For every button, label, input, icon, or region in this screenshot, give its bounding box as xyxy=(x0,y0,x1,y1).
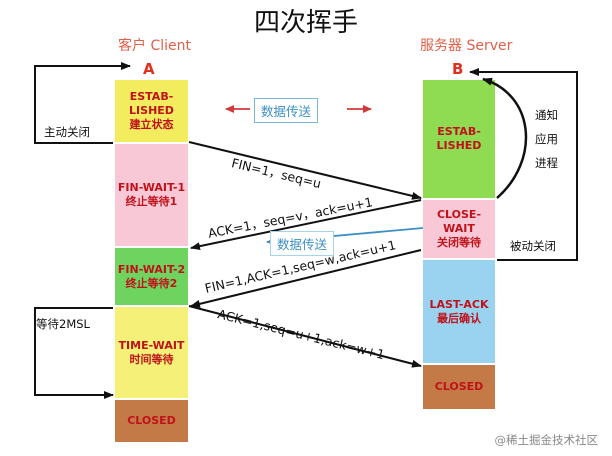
notify-app-note-1: 通知 xyxy=(535,108,558,122)
notify-app-note-3: 进程 xyxy=(535,156,558,170)
passive-close-loop xyxy=(469,68,578,261)
server-state-close-wait: CLOSE-WAIT 关闭等待 xyxy=(423,200,495,258)
active-close-loop xyxy=(34,62,131,144)
server-state-last-ack: LAST-ACK 最后确认 xyxy=(423,260,495,363)
notify-app-curve xyxy=(482,77,528,199)
watermark: @稀土掘金技术社区 xyxy=(494,433,599,447)
client-label: 客户 Client xyxy=(118,38,191,54)
msg-ack-arrow xyxy=(190,199,422,251)
data-transfer-top: 数据传送 xyxy=(254,98,319,123)
active-close-note: 主动关闭 xyxy=(44,125,90,139)
client-letter: A xyxy=(143,60,155,78)
msg-fin-arrow xyxy=(188,141,422,200)
server-state-closed: CLOSED xyxy=(423,365,495,409)
client-state-closed: CLOSED xyxy=(115,400,188,442)
wait-2msl-loop xyxy=(34,307,114,399)
client-state-fin-wait-1: FIN-WAIT-1 终止等待1 xyxy=(115,144,188,246)
wait-2msl-note: 等待2MSL xyxy=(36,317,90,331)
client-state-established: ESTAB- LISHED 建立状态 xyxy=(115,80,188,142)
client-state-time-wait: TIME-WAIT 时间等待 xyxy=(115,307,188,398)
client-state-fin-wait-2: FIN-WAIT-2 终止等待2 xyxy=(115,248,188,305)
msg-final-ack-arrow xyxy=(188,305,422,368)
server-letter: B xyxy=(452,60,464,78)
diagram-title: 四次挥手 xyxy=(253,8,358,38)
notify-app-note-2: 应用 xyxy=(535,132,558,146)
passive-close-note: 被动关闭 xyxy=(510,239,556,253)
data-transfer-middle: 数据传送 xyxy=(270,231,335,256)
server-state-established: ESTAB- LISHED xyxy=(423,80,495,198)
msg-fin-ack-arrow xyxy=(190,249,422,308)
server-label: 服务器 Server xyxy=(420,38,513,54)
